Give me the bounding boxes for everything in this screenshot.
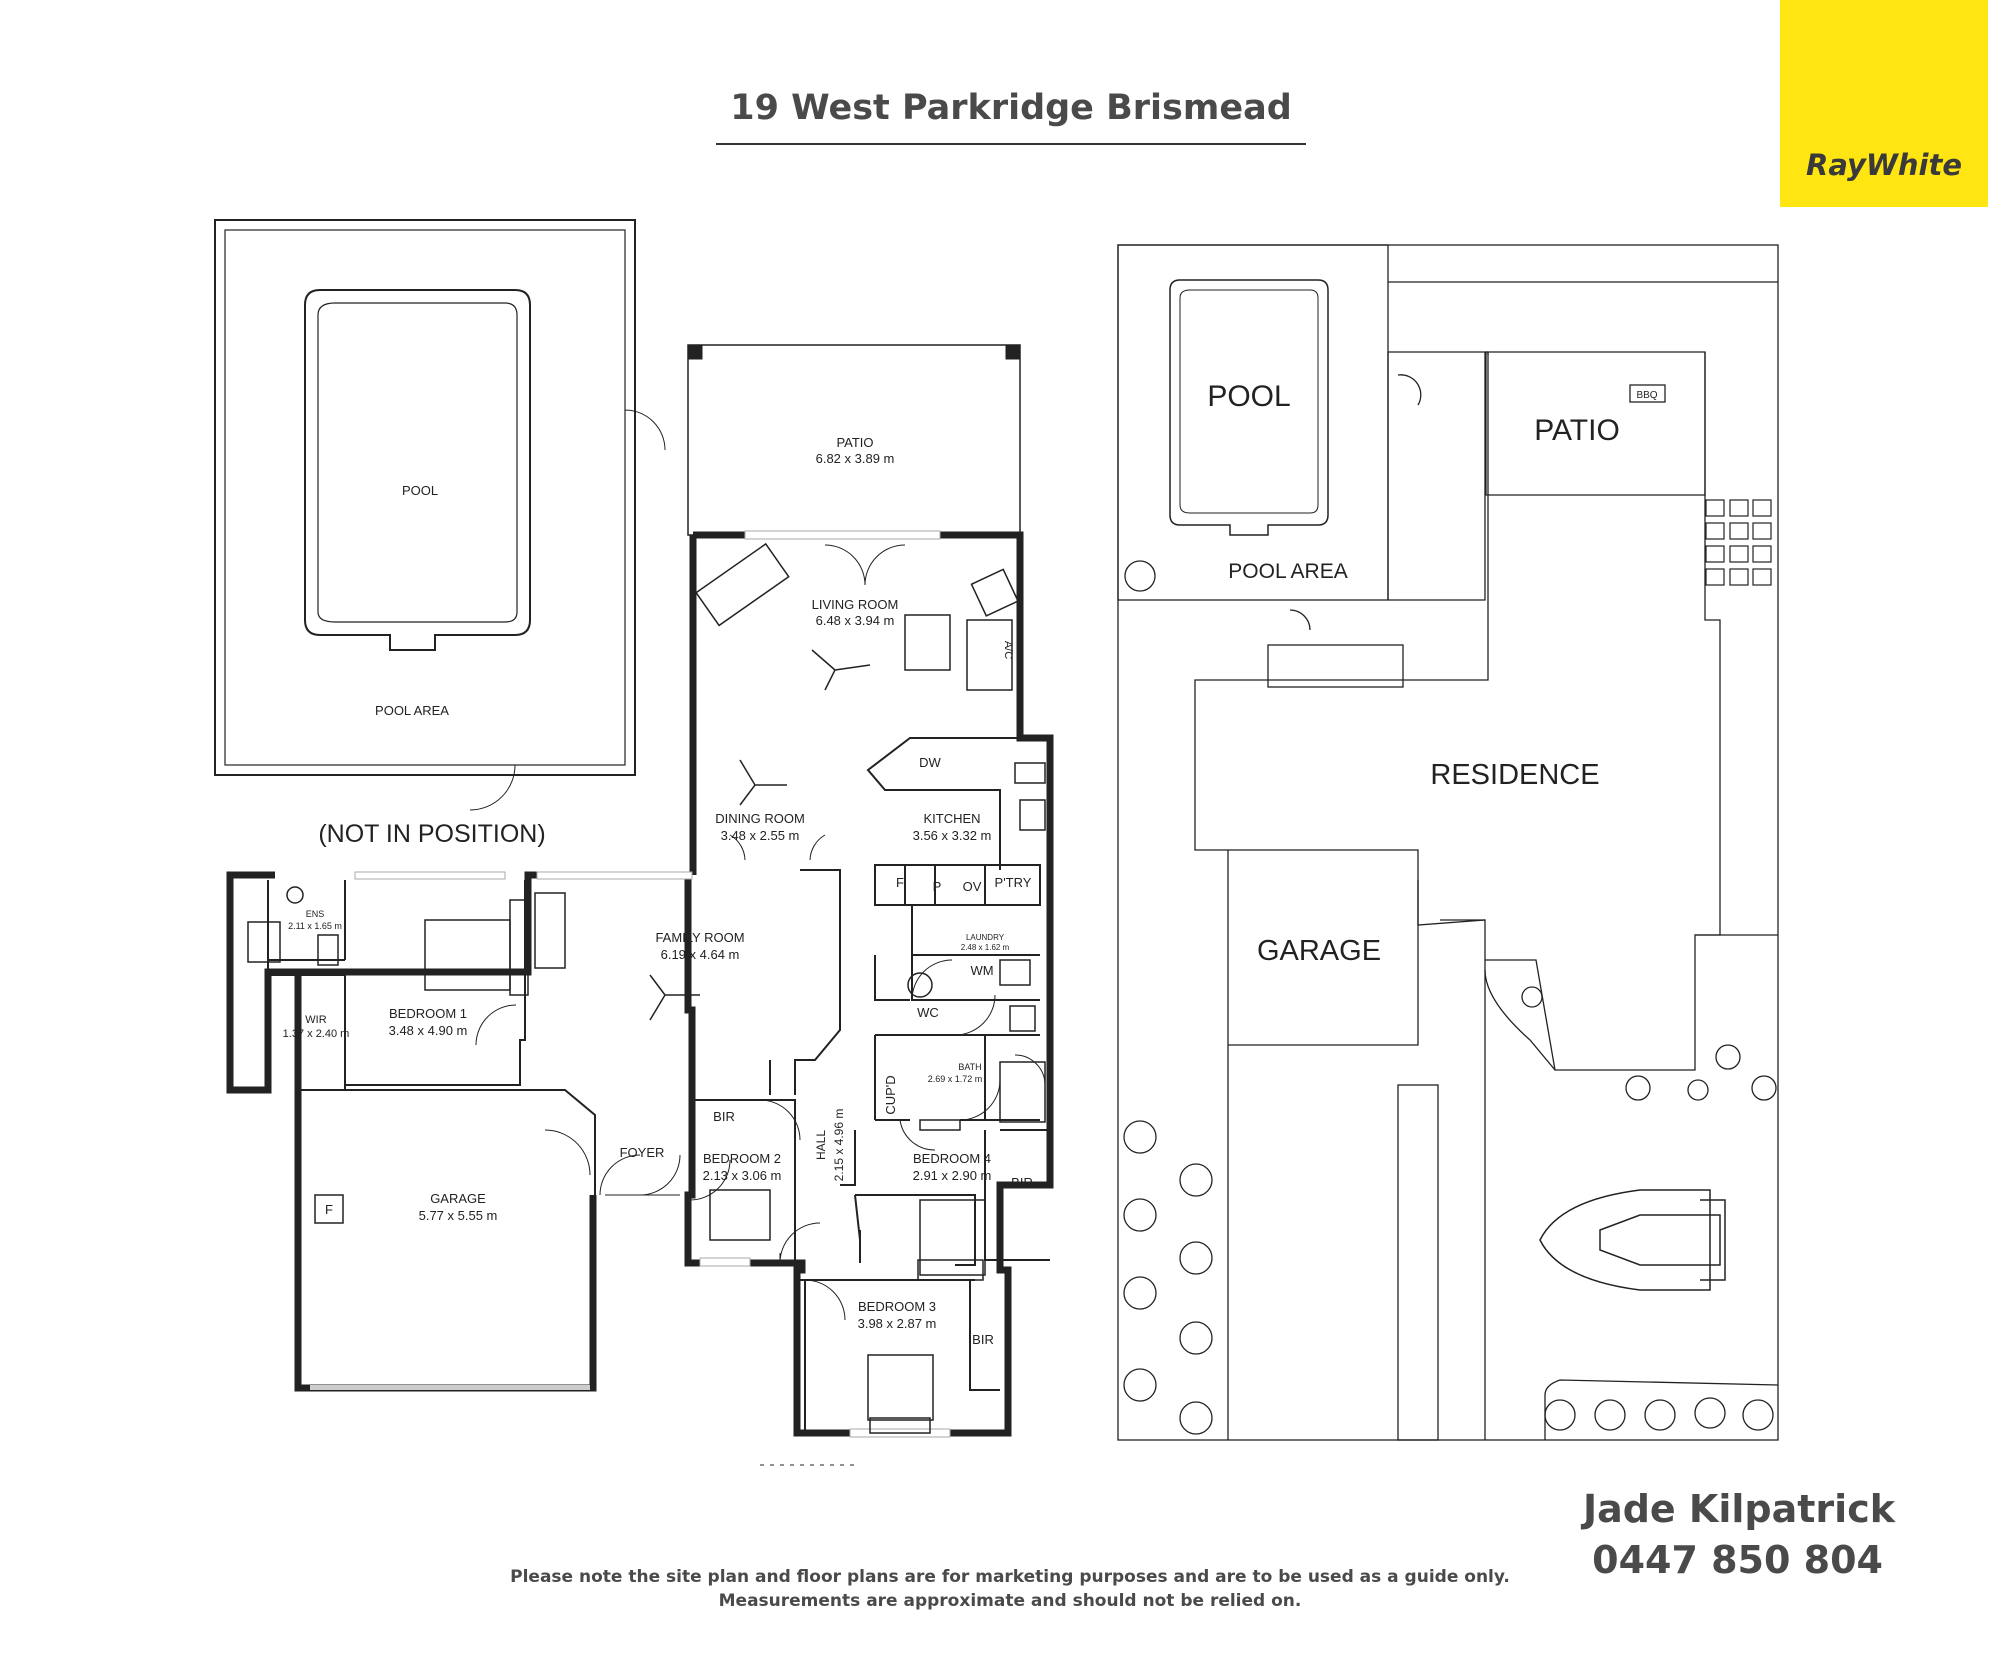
bed1 [424,919,511,991]
fp-fridge-label: F [896,875,904,890]
ceiling-fans [649,649,871,1021]
fp-bath-dim: 2.69 x 1.72 m [928,1074,983,1084]
pool-shape [304,289,531,651]
fp-bed2-dim: 2.13 x 3.06 m [703,1168,782,1183]
fp-ens-dim: 2.11 x 1.65 m [288,921,342,931]
fp-oven-label: OV [963,879,982,894]
lounge-sofa [695,542,790,627]
fp-wir-dim: 1.37 x 2.40 m [283,1028,350,1040]
page-title: 19 West Parkridge Brismead [730,88,1292,128]
bbq-box [1629,384,1666,403]
fp-ens-label: ENS [306,909,325,919]
sp-patio-label: PATIO [1534,414,1620,447]
fp-wir-label: WIR [305,1014,326,1026]
fp-garage-label: GARAGE [430,1191,486,1206]
sp-garage-label: GARAGE [1257,935,1381,967]
family-sofa [534,892,566,969]
fp-bed4-dim: 2.91 x 2.90 m [913,1168,992,1183]
pool-inner [317,302,518,623]
fp-bath-label: BATH [958,1062,981,1072]
agent-name: Jade Kilpatrick [1582,1487,1895,1531]
fp-garage-dim: 5.77 x 5.55 m [419,1208,498,1223]
fp-living-label: LIVING ROOM [812,597,899,612]
floor-plan-labels: POOL POOL AREA (NOT IN POSITION) PATIO 6… [283,435,1033,1347]
brand-wordmark: RayWhite [1805,148,1963,182]
agent-phone[interactable]: 0447 850 804 [1592,1538,1883,1582]
fp-family-label: FAMILY ROOM [655,930,744,945]
fp-foyer-label: FOYER [620,1145,665,1160]
garage-fridge [314,1194,344,1224]
fp-bed2-label: BEDROOM 2 [703,1151,781,1166]
fp-pool-label: POOL [402,483,438,498]
fp-garage-f-label: F [325,1202,333,1217]
sofa-right [966,619,1013,691]
pool-area-outline [214,219,666,811]
fp-family-dim: 6.19 x 4.64 m [661,947,740,962]
fp-bed1-label: BEDROOM 1 [389,1006,467,1021]
fp-living-dim: 6.48 x 3.94 m [816,613,895,628]
sp-residence-label: RESIDENCE [1430,759,1599,791]
fp-wc-label: WC [917,1005,939,1020]
fp-patio-dim: 6.82 x 3.89 m [816,451,895,466]
fp-hall-label: HALL [814,1130,828,1160]
bed2 [709,1189,771,1241]
fp-pantry-label: P [933,879,942,894]
fp-bed4-label: BEDROOM 4 [913,1151,991,1166]
stove [1019,799,1046,831]
toilet-wc [1009,1005,1036,1032]
fp-dining-dim: 3.48 x 2.55 m [721,828,800,843]
fp-patio-label: PATIO [836,435,873,450]
fp-dining-label: DINING ROOM [715,811,805,826]
driveway-curve [1484,969,1779,1440]
fp-kitchen-label: KITCHEN [923,811,980,826]
site-plan [1117,244,1779,1441]
wc-basin [907,972,933,998]
coffee-table [904,614,951,671]
pool-area-gate [469,764,516,811]
fp-laundry-label: LAUNDRY [966,933,1005,942]
fp-dw-label: DW [919,755,941,770]
armchair [970,568,1020,617]
sp-bbq-label: BBQ [1636,390,1657,401]
ens-shower [247,921,281,963]
fp-laundry-dim: 2.48 x 1.62 m [961,943,1010,952]
fp-pool-area-label: POOL AREA [375,703,449,718]
fp-bed3-label: BEDROOM 3 [858,1299,936,1314]
sp-pool-area-label: POOL AREA [1228,560,1347,583]
fp-cupd-label: CUP'D [883,1075,898,1114]
fp-wm-label: WM [970,963,993,978]
fp-bir3-label: BIR [972,1332,994,1347]
fp-bed1-dim: 3.48 x 4.90 m [389,1023,468,1038]
title-underline [716,143,1306,145]
raywhite-logo[interactable]: RayWhite [1780,0,1988,207]
fp-hall-dim: 2.15 x 4.96 m [832,1109,846,1182]
fp-kitchen-dim: 3.56 x 3.32 m [913,828,992,843]
fp-bir2-label: BIR [713,1109,735,1124]
site-boundary [1117,244,1779,1441]
bed3 [867,1354,934,1421]
disclaimer-line-1: Please note the site plan and floor plan… [510,1567,1510,1587]
fp-ptry-label: P'TRY [995,875,1032,890]
paving-grid [1705,499,1772,586]
pool-gate-door [624,409,666,451]
site-plan-labels: POOL POOL AREA PATIO BBQ RESIDENCE GARAG… [1207,380,1657,967]
floor-plan [214,219,1054,1466]
landscape-shrubs [1123,560,1777,1435]
bed4 [919,1199,986,1276]
boat-icon [1539,1189,1726,1291]
fp-bir4-label: BIR [1011,1175,1033,1190]
fp-not-in-position-label: (NOT IN POSITION) [318,820,545,848]
disclaimer-line-2: Measurements are approximate and should … [718,1591,1302,1611]
sp-pool-label: POOL [1207,380,1290,413]
site-pool-outline [1169,279,1329,536]
fp-bed3-dim: 3.98 x 2.87 m [858,1316,937,1331]
fp-ac-label: A/C [1002,641,1014,659]
bath-tub [999,1061,1046,1123]
